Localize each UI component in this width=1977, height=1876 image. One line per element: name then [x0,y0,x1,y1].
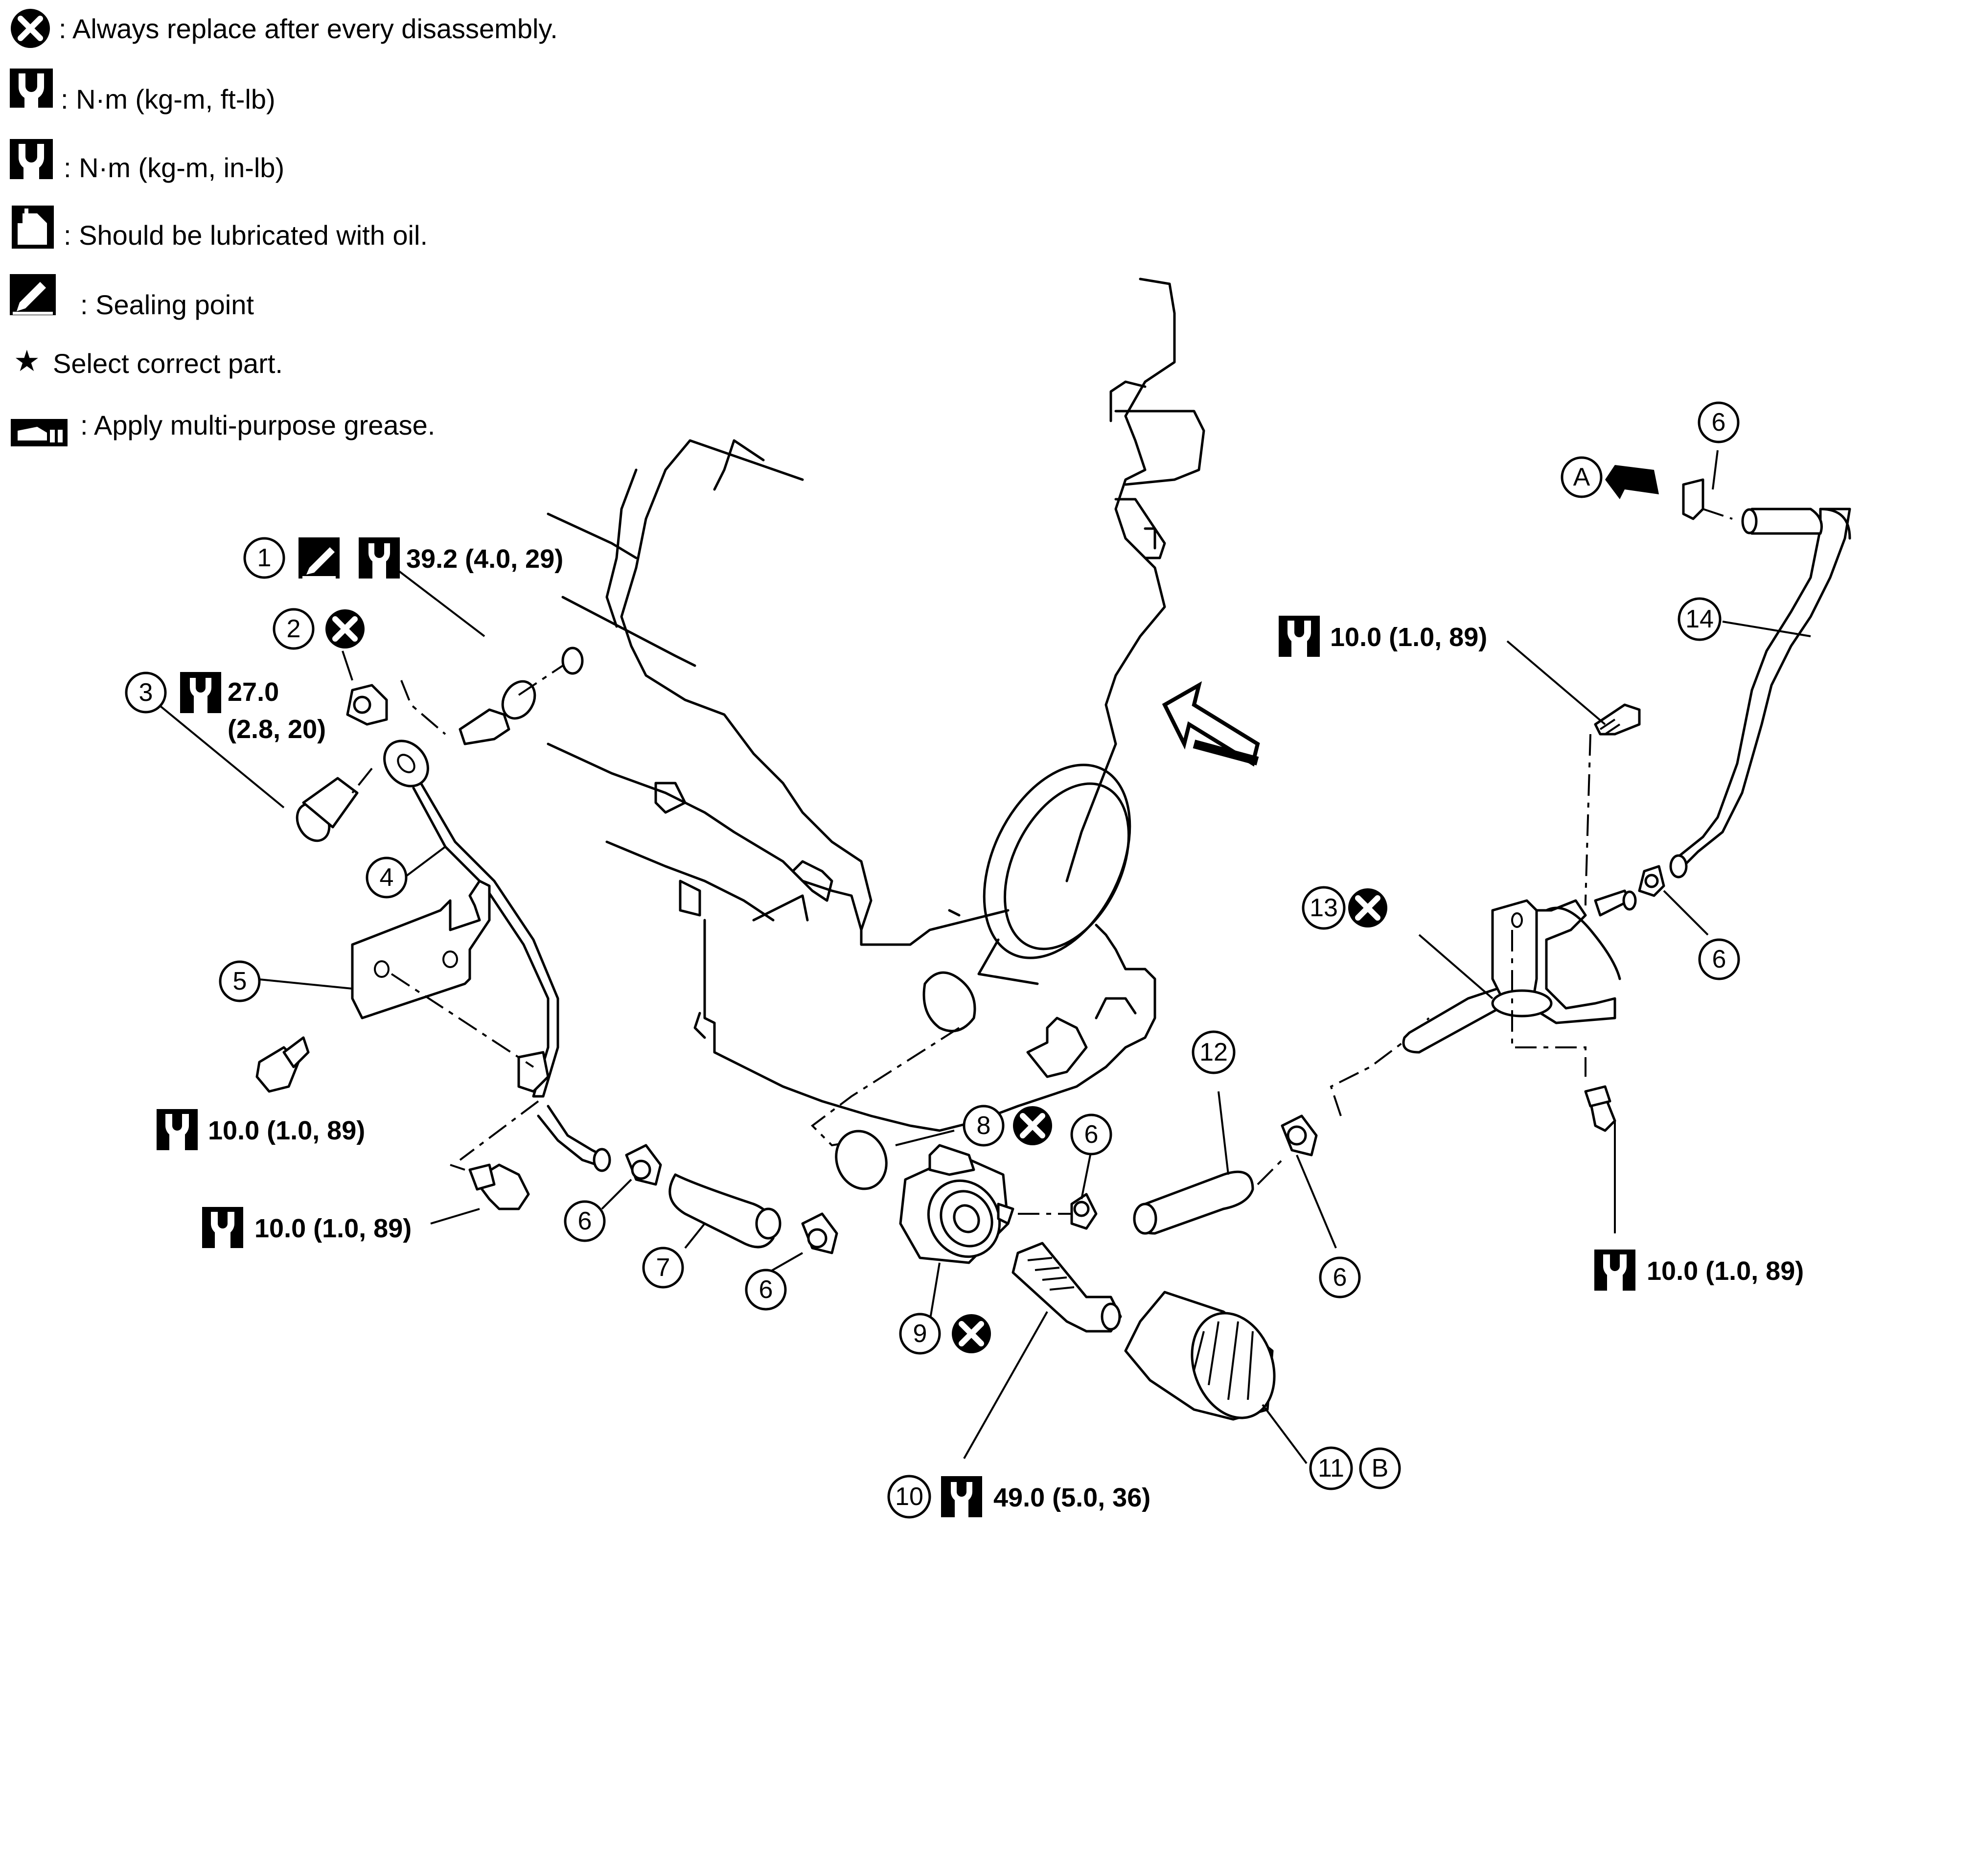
torque-top-right: 10.0 (1.0, 89) [1330,623,1487,652]
part-bolt-left [450,1163,530,1210]
part-clamp-6-top [1682,478,1704,520]
dash-line-bolt-tr [1585,734,1591,905]
grease-icon [11,419,68,446]
torque-3-units: (2.8, 20) [228,715,326,744]
part-oil-pipe-13 [1402,889,1637,1054]
callout-1: 1 [257,544,272,572]
star-icon: ★ [14,345,40,377]
callout-B: B [1372,1454,1389,1482]
part-oil-cooler-9 [899,1144,1014,1264]
callout-13: 13 [1310,894,1338,922]
part-bolt-1 [459,647,584,745]
part-clamp-6-mid [1070,1193,1098,1230]
torque-10: 49.0 (5.0, 36) [993,1483,1150,1512]
callout-11: 11 [1318,1454,1344,1482]
dash-line-1-2 [400,680,446,735]
sealing-icon [10,274,56,315]
callout-A: A [1573,463,1590,491]
torque-3-value: 27.0 [228,677,279,707]
torque-1: 39.2 (4.0, 29) [406,544,563,574]
part-bracket-5 [351,880,534,1068]
oil-can-icon [12,206,54,249]
legend-sealing: : Sealing point [80,289,254,320]
part-clamp-6-upper-right [1638,865,1665,897]
torque-ftlb-icon-1 [359,537,400,579]
torque-inlb-icon-bottom-right [1594,1250,1635,1291]
replace-icon-13 [1348,888,1387,927]
part-oil-pipe-14 [1669,508,1851,879]
torque-labels: 39.2 (4.0, 29) 27.0 (2.8, 20) 10.0 (1.0,… [157,537,1804,1517]
dash-line-left [459,1100,539,1161]
callout-6-center: 6 [759,1275,773,1304]
torque-inlb-icon-left [202,1207,243,1248]
callouts: 1 2 3 4 5 6 7 6 8 6 9 10 11 B 12 6 13 6 … [125,401,1740,1519]
callout-9: 9 [913,1320,927,1348]
callout-12: 12 [1199,1038,1228,1066]
part-oil-pipe-4 [383,740,611,1172]
torque-inlb-icon-top-right [1279,616,1320,657]
legend-nm-inlb: : N·m (kg-m, in-lb) [64,152,284,183]
callout-5: 5 [233,967,247,996]
callout-6-upper-right: 6 [1712,945,1726,973]
legend: : Always replace after every disassembly… [10,9,558,446]
dash-line-3 [351,767,373,794]
torque-left: 10.0 (1.0, 89) [254,1214,412,1243]
replace-icon-8 [1013,1106,1052,1145]
part-clamp-6-center [801,1212,838,1254]
replace-icon-9 [952,1314,991,1353]
part-bolt-top-right [1594,703,1641,736]
dash-line-14-top [1702,508,1733,520]
arrow-A-icon [1605,458,1659,499]
part-clamp-6-left [625,1144,662,1186]
callout-7: 7 [656,1253,670,1282]
dash-line-bolt-br [1511,930,1586,1077]
engine-block-outline [547,278,1205,1132]
part-o-ring-8 [835,1130,888,1190]
callout-6-mid: 6 [1084,1120,1099,1149]
part-hose-7 [668,1173,782,1249]
front-arrow-icon [1162,681,1260,767]
leader-lines [146,450,1811,1464]
legend-grease: : Apply multi-purpose grease. [80,410,435,440]
torque-inlb-icon [10,139,53,179]
torque-ftlb-icon-3 [180,672,221,713]
callout-10: 10 [895,1482,923,1511]
part-bolt-bottom-right [1584,1085,1616,1132]
callout-2: 2 [287,615,301,643]
legend-select: Select correct part. [53,348,283,379]
legend-replace: : Always replace after every disassembly… [59,13,558,44]
part-hose-12 [1133,1170,1254,1235]
callout-4: 4 [380,863,394,892]
part-bolt-5 [255,1036,310,1093]
replace-icon-2 [325,609,365,648]
part-oil-filter-11 [1124,1291,1276,1421]
legend-oil: : Should be lubricated with oil. [64,220,428,251]
part-bolt-3 [296,777,359,842]
part-connector-bolt-10 [1011,1242,1122,1333]
callout-3: 3 [139,678,153,707]
part-clamp-6-right [1281,1114,1318,1157]
callout-8: 8 [977,1112,991,1140]
part-washer-2 [346,684,388,726]
callout-6-right: 6 [1333,1263,1347,1292]
torque-5: 10.0 (1.0, 89) [208,1116,365,1145]
callout-14: 14 [1685,605,1714,633]
dash-line-8 [810,1027,960,1147]
torque-bottom-right: 10.0 (1.0, 89) [1647,1256,1804,1286]
torque-inlb-icon-5 [157,1109,198,1150]
sealing-icon-1 [299,537,340,579]
torque-ftlb-icon [10,69,53,108]
legend-nm-ftlb: : N·m (kg-m, ft-lb) [61,84,276,115]
dash-line-12-6 [1257,1159,1283,1185]
replace-icon [11,9,50,48]
torque-ftlb-icon-10 [941,1476,982,1517]
callout-6-top: 6 [1712,408,1726,437]
callout-6-left: 6 [578,1207,592,1235]
